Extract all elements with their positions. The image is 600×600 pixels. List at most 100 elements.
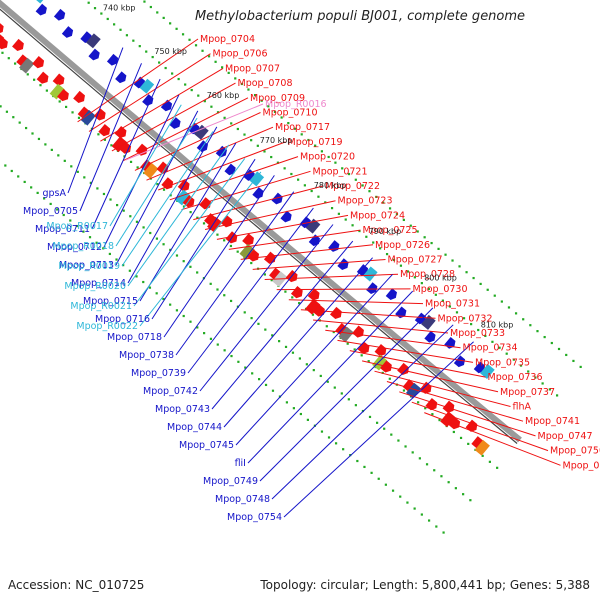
track-dot	[250, 139, 253, 142]
track-dot	[65, 105, 68, 109]
track-dot	[388, 207, 392, 210]
gene-arrow-forward	[374, 344, 387, 357]
gene-arrow-forward-shape	[0, 21, 4, 34]
track-dot	[169, 194, 172, 197]
blue-gene-label: Mpop_0716	[95, 314, 150, 325]
gene-arrow-reverse-shape	[453, 355, 466, 368]
track-dot	[437, 247, 440, 250]
track-dot	[83, 176, 86, 179]
track-dot	[115, 258, 118, 261]
track-dot	[18, 121, 21, 124]
red-gene-label: Mpop_0721	[313, 166, 368, 177]
track-dot	[270, 155, 273, 159]
gene-arrow-reverse-shape	[61, 26, 74, 38]
blue-gene-leader	[79, 63, 142, 212]
track-dot	[430, 241, 433, 245]
gene-box-reverse-shape	[86, 33, 101, 49]
track-dot	[310, 189, 313, 193]
gene-arrow-reverse	[453, 355, 466, 368]
gene-arrow-reverse	[88, 48, 100, 61]
track-dot	[367, 360, 370, 363]
gene-arrow-forward	[465, 419, 478, 432]
gene-box-reverse-shape	[421, 314, 436, 330]
track-dot	[379, 247, 382, 250]
track-dot	[409, 224, 412, 227]
label-leader-lines	[67, 38, 561, 518]
gene-arrow-reverse-shape	[169, 117, 181, 129]
track-dot	[347, 172, 351, 176]
red-gene-leader	[349, 350, 486, 378]
scale-tick-label: 740 kbp	[103, 3, 136, 12]
track-dot	[427, 287, 430, 291]
track-dot	[169, 248, 172, 251]
track-dot	[519, 364, 523, 367]
gene-arrow-reverse	[142, 94, 154, 106]
track-dot	[88, 236, 92, 239]
track-dot	[122, 209, 125, 212]
track-dot	[109, 198, 112, 201]
pink-gene-leader	[125, 103, 264, 161]
gene-arrow-forward	[0, 37, 8, 50]
track-dot	[529, 324, 532, 327]
gene-arrow-reverse-shape	[271, 192, 283, 205]
track-dot	[87, 1, 90, 4]
gene-box-forward	[80, 109, 96, 126]
blue-gene-leader	[115, 110, 199, 266]
track-dot	[162, 297, 165, 301]
track-dot	[425, 463, 429, 466]
track-dot	[196, 271, 199, 274]
track-dot	[312, 369, 315, 372]
red-gene-label: Mpop_0736	[488, 372, 543, 383]
gene-arrow-reverse-shape	[424, 330, 436, 343]
track-dot	[397, 439, 400, 442]
track-dot	[125, 34, 129, 37]
red-gene-label: Mpop_0730	[413, 284, 468, 295]
blue-gene-label: Mpop_0713	[59, 260, 114, 271]
track-dot	[158, 61, 161, 64]
gene-arrow-reverse	[473, 361, 485, 374]
gene-box-reverse	[33, 0, 49, 4]
track-dot	[189, 265, 192, 268]
track-dot	[236, 250, 239, 253]
track-dot	[507, 306, 511, 309]
track-dot	[292, 407, 295, 410]
blue-gene-leader	[223, 257, 373, 428]
track-dot	[263, 150, 266, 153]
gene-arrow-forward	[220, 215, 233, 228]
track-dot	[550, 341, 553, 345]
track-dot	[543, 335, 546, 339]
gene-arrow-forward	[419, 381, 432, 394]
red-gene-leader	[313, 319, 449, 334]
track-dot	[402, 389, 406, 392]
gene-arrow-forward-shape	[352, 325, 364, 338]
gene-arrow-reverse	[308, 234, 320, 247]
track-dot	[298, 302, 301, 305]
gene-arrow-forward-shape	[119, 141, 132, 154]
track-dot	[128, 269, 131, 272]
gene-arrow-forward	[114, 125, 127, 139]
track-dot	[93, 7, 97, 10]
track-dot	[221, 66, 224, 69]
gene-arrow-forward	[32, 56, 45, 69]
track-dot	[278, 340, 281, 343]
gene-arrow-forward	[119, 141, 132, 154]
track-dot	[76, 170, 79, 173]
track-dot	[555, 394, 559, 397]
gene-arrow-reverse	[53, 8, 66, 21]
track-dot	[455, 311, 459, 314]
track-dot	[5, 110, 9, 113]
gene-box-reverse	[194, 124, 209, 140]
track-dot	[7, 57, 10, 60]
track-dot	[0, 105, 2, 108]
track-dot	[498, 346, 501, 349]
blue-gene-label: Mpop_0715	[83, 296, 138, 307]
red-gene-label: Mpop_0720	[300, 152, 355, 163]
track-dot	[327, 155, 330, 159]
gene-box-forward	[338, 326, 354, 343]
track-dot	[330, 207, 334, 210]
gene-box-forward	[143, 162, 159, 179]
track-dot	[493, 294, 496, 297]
track-dot	[33, 78, 36, 81]
track-dot	[36, 191, 39, 195]
